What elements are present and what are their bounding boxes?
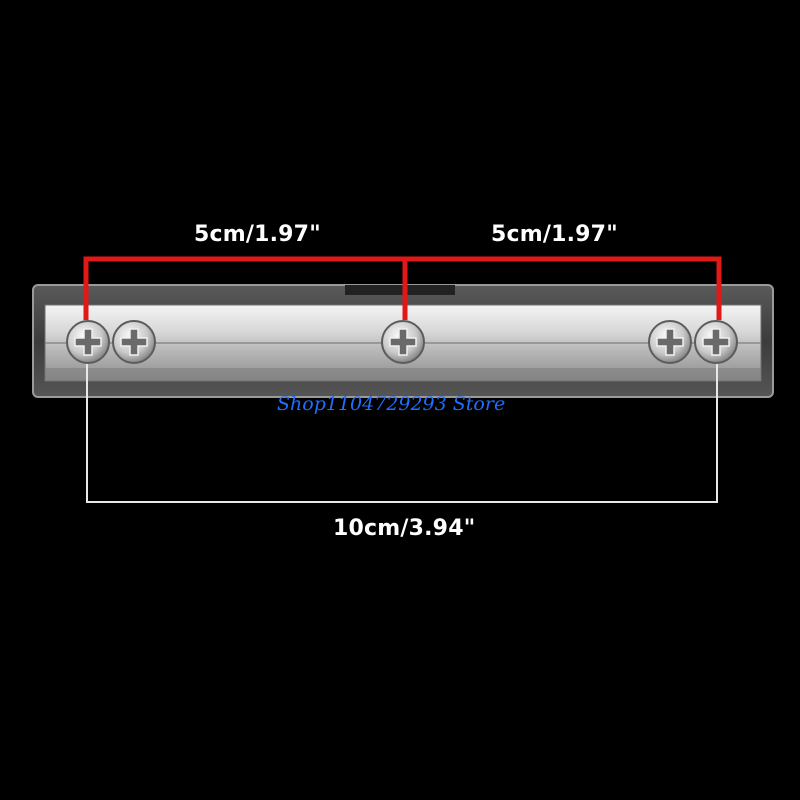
phillips-head-icon (702, 328, 730, 356)
total-spacing-line (86, 355, 718, 503)
bracket-top-slot (345, 285, 455, 295)
screw (694, 320, 738, 364)
right-spacing-label: 5cm/1.97" (491, 222, 618, 247)
screw (112, 320, 156, 364)
screw (381, 320, 425, 364)
left-spacing-label: 5cm/1.97" (194, 222, 321, 247)
store-watermark: Shop1104729293 Store (277, 393, 506, 415)
phillips-head-icon (656, 328, 684, 356)
right-spacing-line (405, 256, 722, 320)
total-spacing-label: 10cm/3.94" (333, 516, 476, 541)
screw (648, 320, 692, 364)
phillips-head-icon (389, 328, 417, 356)
rail-shadow (45, 368, 761, 381)
phillips-head-icon (120, 328, 148, 356)
left-spacing-line (83, 256, 408, 320)
phillips-head-icon (74, 328, 102, 356)
screw (66, 320, 110, 364)
spacing-dimension-lines (83, 256, 722, 320)
